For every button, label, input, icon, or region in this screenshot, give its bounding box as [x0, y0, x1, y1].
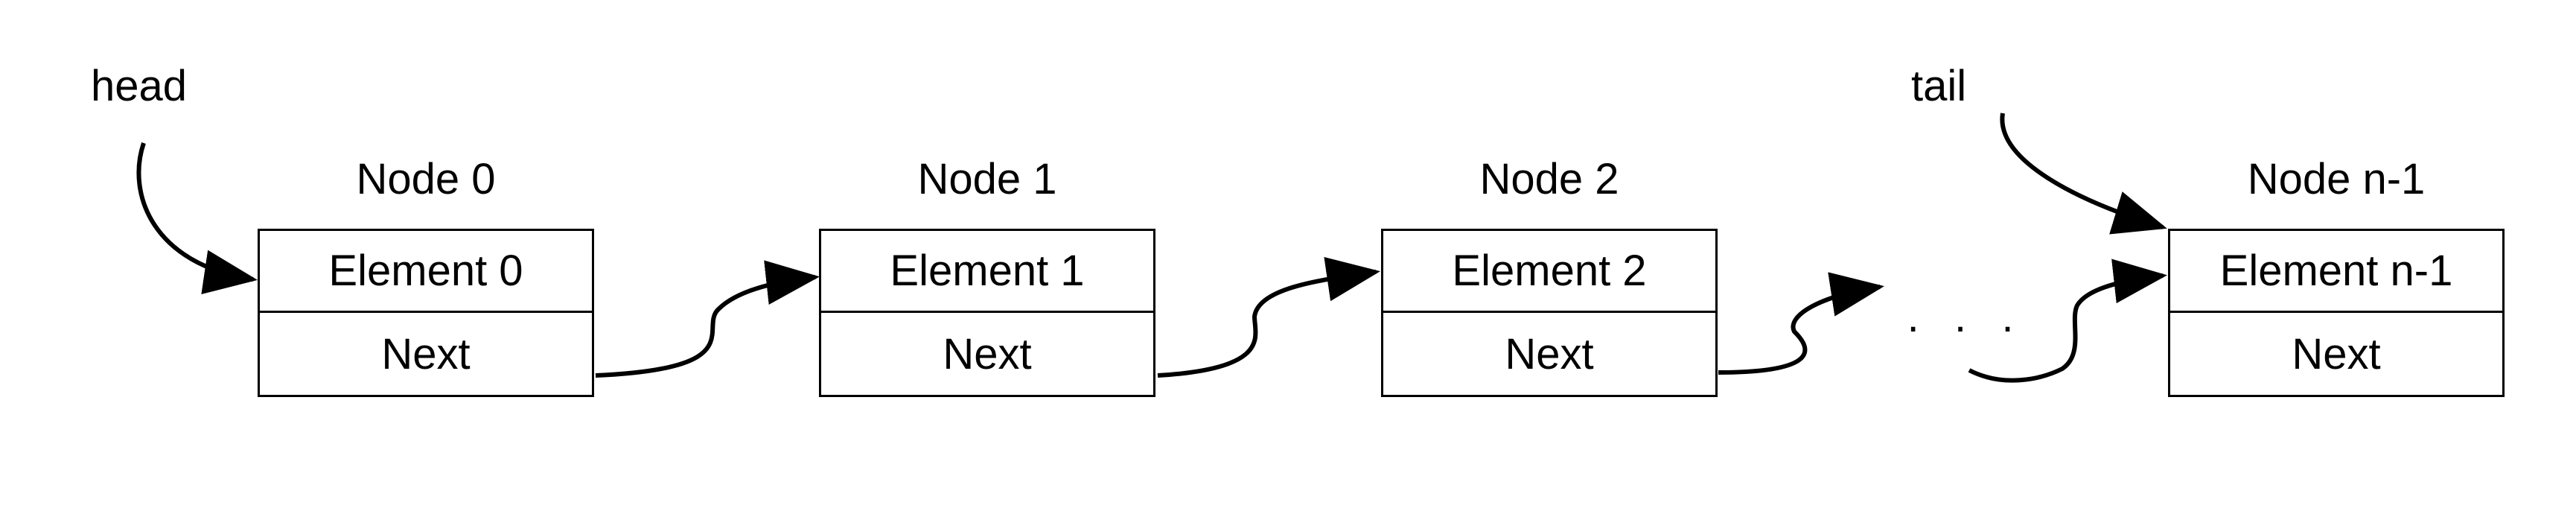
node-1-box: Element 1 Next — [819, 229, 1155, 397]
node-1-title: Node 1 — [917, 155, 1057, 203]
node-0-title: Node 0 — [356, 155, 496, 203]
head-label: head — [91, 62, 188, 110]
node-0-box: Element 0 Next — [258, 229, 594, 397]
ellipsis: · · · — [1906, 302, 2026, 351]
node-2-box: Element 2 Next — [1381, 229, 1718, 397]
node-last-next-cell: Next — [2292, 329, 2381, 378]
node-0-element-cell: Element 0 — [260, 231, 592, 313]
node-last-title: Node n-1 — [2247, 155, 2426, 203]
node-last-box: Element n-1 Next — [2168, 229, 2505, 397]
head-pointer-arrow — [136, 142, 258, 294]
next-link-arrow-0-to-1 — [595, 260, 820, 378]
next-link-arrow-2-to-ellipsis — [1718, 272, 1884, 375]
next-link-arrow-1-to-2 — [1157, 256, 1380, 378]
node-1-next-cell: Next — [943, 329, 1032, 378]
node-last-element-cell: Element n-1 — [2170, 231, 2502, 313]
node-2-next-cell: Next — [1505, 329, 1594, 378]
tail-label: tail — [1911, 62, 1967, 110]
tail-pointer-arrow — [2000, 112, 2167, 235]
next-link-arrow-ellipsis-to-last — [1968, 258, 2167, 383]
node-2-element-cell: Element 2 — [1383, 231, 1715, 313]
node-1-element-cell: Element 1 — [821, 231, 1153, 313]
node-2-title: Node 2 — [1479, 155, 1619, 203]
node-0-next-cell: Next — [381, 329, 471, 378]
